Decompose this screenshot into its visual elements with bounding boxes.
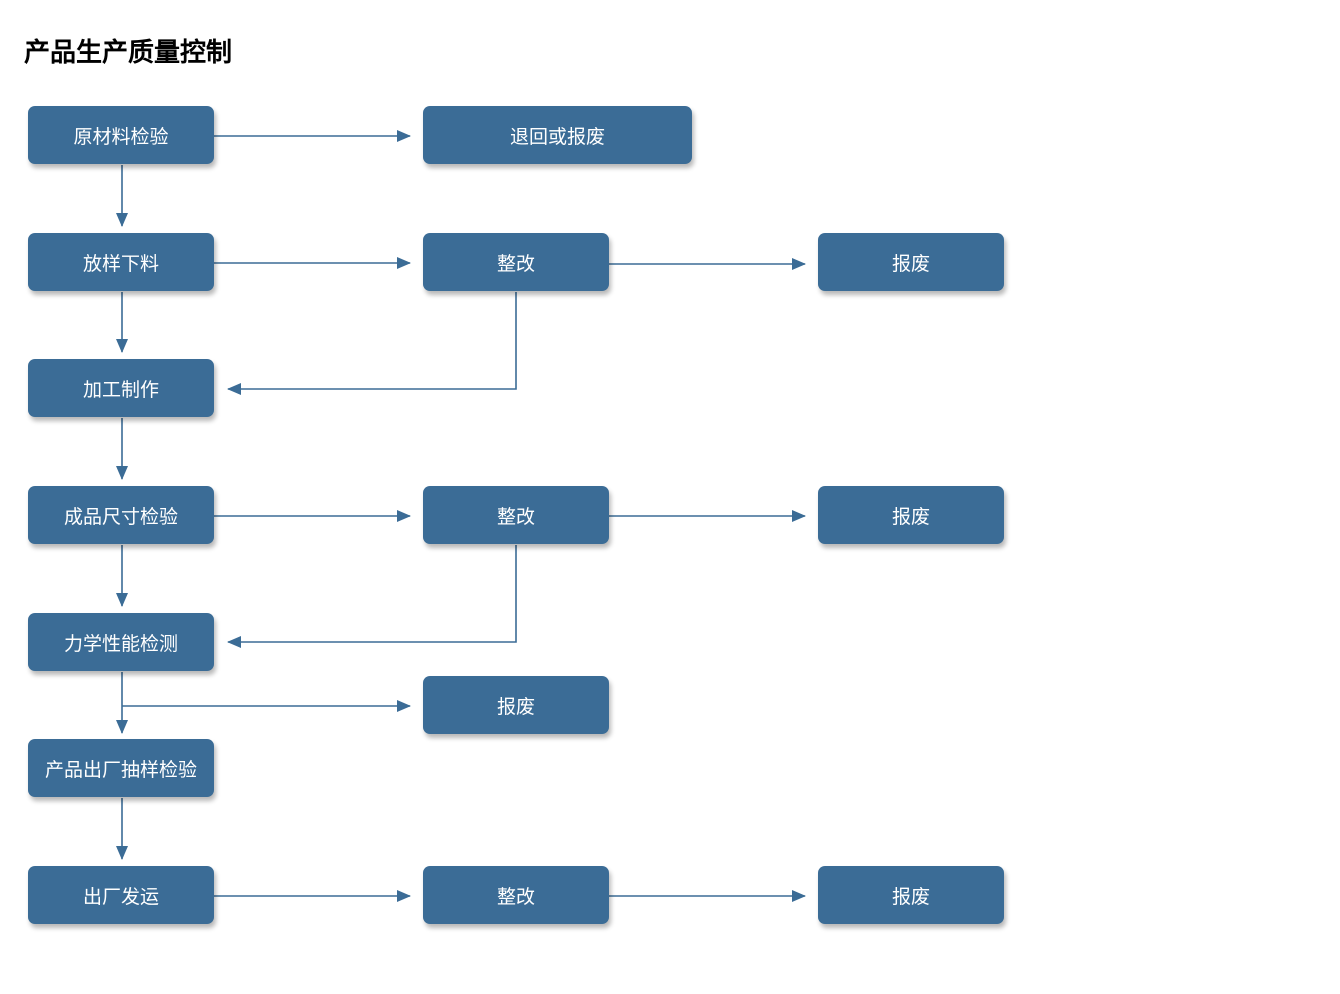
node-scrap-1[interactable]: 报废 xyxy=(818,233,1004,291)
node-label: 原材料检验 xyxy=(73,125,169,148)
node-raw-material-inspection[interactable]: 原材料检验 xyxy=(28,106,214,164)
node-shipping[interactable]: 出厂发运 xyxy=(28,866,214,924)
page-title: 产品生产质量控制 xyxy=(24,38,233,68)
node-mechanical-test[interactable]: 力学性能检测 xyxy=(28,613,214,671)
node-label: 加工制作 xyxy=(82,378,159,401)
node-label: 力学性能检测 xyxy=(63,632,178,655)
node-label: 报废 xyxy=(891,505,930,528)
arrow-rectify-back-to-processing xyxy=(227,292,517,395)
node-layout-cutting[interactable]: 放样下料 xyxy=(28,233,214,291)
node-rectify-1[interactable]: 整改 xyxy=(423,233,609,291)
node-label: 报废 xyxy=(891,252,930,275)
node-label: 报废 xyxy=(891,885,930,908)
node-processing[interactable]: 加工制作 xyxy=(28,359,214,417)
node-label: 产品出厂抽样检验 xyxy=(44,758,197,781)
node-scrap-3[interactable]: 报废 xyxy=(423,676,609,734)
arrow-rectify-back-to-mechanical xyxy=(227,545,517,648)
node-label: 退回或报废 xyxy=(509,125,605,148)
node-label: 放样下料 xyxy=(82,252,159,275)
node-rectify-3[interactable]: 整改 xyxy=(423,866,609,924)
node-sampling-inspection[interactable]: 产品出厂抽样检验 xyxy=(28,739,214,797)
node-label: 报废 xyxy=(496,695,535,718)
node-label: 整改 xyxy=(496,885,535,908)
node-label: 整改 xyxy=(496,505,535,528)
node-label: 成品尺寸检验 xyxy=(63,505,178,528)
node-rectify-2[interactable]: 整改 xyxy=(423,486,609,544)
node-dimension-inspection[interactable]: 成品尺寸检验 xyxy=(28,486,214,544)
node-label: 整改 xyxy=(496,252,535,275)
node-return-or-scrap[interactable]: 退回或报废 xyxy=(423,106,692,164)
node-label: 出厂发运 xyxy=(82,885,159,908)
node-scrap-4[interactable]: 报废 xyxy=(818,866,1004,924)
node-scrap-2[interactable]: 报废 xyxy=(818,486,1004,544)
